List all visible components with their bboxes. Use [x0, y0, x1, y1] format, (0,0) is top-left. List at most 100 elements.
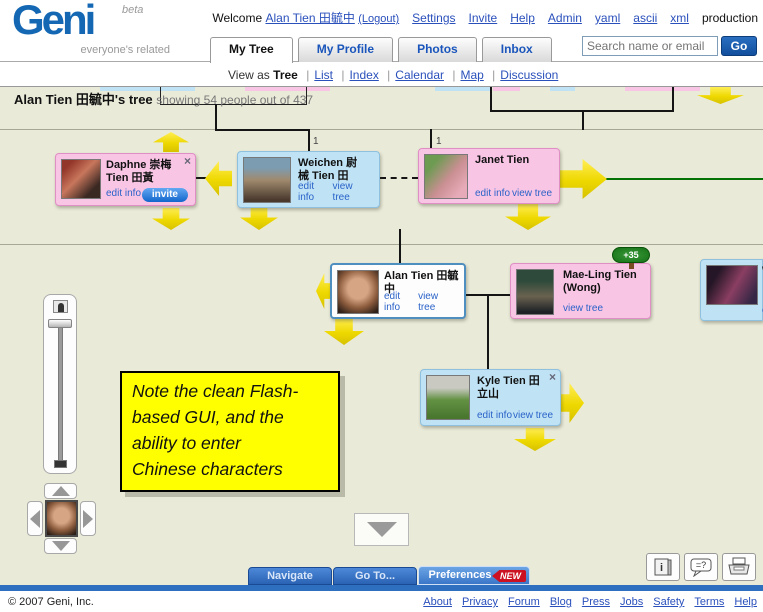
clipped-node-strip	[625, 87, 700, 91]
scroll-down-button[interactable]	[354, 513, 409, 546]
tree-count-box	[160, 87, 307, 105]
tab-inbox[interactable]: Inbox	[481, 37, 552, 62]
tree-title: Alan Tien 田毓中's tree showing 54 people o…	[14, 92, 314, 107]
person-card-maeling[interactable]: Mae-Ling Tien (Wong) view tree	[510, 263, 651, 319]
person-card-clipped[interactable]: Wil edit	[700, 259, 763, 321]
person-card-daphne[interactable]: Daphne 崇梅 Tien 田黃 × edit info invite	[55, 153, 196, 206]
tab-my-profile[interactable]: My Profile	[297, 37, 394, 62]
close-icon[interactable]: ×	[183, 154, 191, 168]
person-name: Janet Tien	[475, 154, 530, 166]
expand-arrow-down[interactable]	[152, 208, 190, 230]
copyright: © 2007 Geni, Inc.	[8, 596, 94, 608]
footer-help-link[interactable]: Help	[734, 596, 757, 608]
view-tree-link[interactable]: view tree	[418, 291, 439, 313]
footer: © 2007 Geni, Inc. About Privacy Forum Bl…	[0, 591, 763, 612]
admin-link[interactable]: Admin	[547, 11, 582, 25]
search-input[interactable]	[582, 36, 718, 56]
main-tabs: My Tree My Profile Photos Inbox	[210, 37, 552, 63]
person-card-janet[interactable]: Janet Tien edit info view tree	[418, 148, 560, 204]
print-button[interactable]	[722, 553, 756, 581]
info-button[interactable]: i	[646, 553, 680, 581]
tree-connector	[215, 104, 217, 130]
pan-right-button[interactable]	[80, 501, 96, 536]
toolbar-strip	[0, 585, 763, 591]
pan-down-button[interactable]	[44, 538, 77, 554]
person-photo	[706, 265, 758, 305]
edit-info-link[interactable]: edit info	[106, 188, 142, 199]
person-card-weichen[interactable]: Weichen 尉械 Tien 田 edit info view tree	[237, 151, 380, 208]
xml-link[interactable]: xml	[670, 11, 689, 25]
person-name: Weichen 尉械 Tien 田	[298, 157, 358, 182]
edit-info-link[interactable]: edit info	[477, 410, 513, 421]
footer-press-link[interactable]: Press	[581, 596, 610, 608]
person-card-kyle[interactable]: Kyle Tien 田立山 × edit info view tree	[420, 369, 561, 426]
navigate-tab[interactable]: Navigate	[248, 567, 332, 585]
expand-arrow-down[interactable]	[240, 206, 278, 230]
expand-arrow-down[interactable]	[324, 318, 364, 345]
person-photo	[61, 159, 101, 199]
pan-up-button[interactable]	[44, 483, 77, 499]
footer-jobs-link[interactable]: Jobs	[619, 596, 644, 608]
expand-arrow-down[interactable]	[697, 87, 744, 104]
settings-link[interactable]: Settings	[412, 11, 456, 25]
view-tree-link[interactable]: view tree	[512, 410, 553, 421]
zoom-slider-track[interactable]	[58, 325, 63, 467]
clipped-node-strip	[100, 87, 195, 91]
edit-info-link[interactable]: edit info	[298, 181, 315, 203]
person-name: Daphne 崇梅 Tien 田黃	[106, 159, 172, 184]
clipped-node-strip	[245, 87, 330, 91]
view-list-link[interactable]: List	[314, 68, 333, 82]
edit-info-link[interactable]: edit info	[384, 291, 401, 313]
center-on-me-thumbnail[interactable]	[45, 500, 78, 537]
view-calendar-link[interactable]: Calendar	[395, 68, 444, 82]
footer-safety-link[interactable]: Safety	[653, 596, 685, 608]
goto-tab[interactable]: Go To...	[333, 567, 417, 585]
tree-connector	[672, 87, 674, 112]
invite-link[interactable]: Invite	[468, 11, 498, 25]
feedback-button[interactable]: =?	[684, 553, 718, 581]
search-go-button[interactable]: Go	[721, 36, 757, 56]
edit-info-link[interactable]: edit info	[475, 188, 511, 199]
pan-left-button[interactable]	[27, 501, 43, 536]
expand-arrow-up[interactable]	[153, 132, 189, 152]
spouse-line-green	[606, 178, 763, 180]
zoom-slider[interactable]	[43, 294, 77, 474]
down-arrow-icon	[366, 522, 397, 537]
view-tree-link[interactable]: view tree	[511, 188, 552, 199]
view-map-link[interactable]: Map	[460, 68, 484, 82]
help-link[interactable]: Help	[510, 11, 535, 25]
view-tree-link[interactable]: view tree	[563, 303, 604, 314]
printer-icon	[728, 557, 750, 575]
tab-photos[interactable]: Photos	[398, 37, 477, 62]
ascii-link[interactable]: ascii	[633, 11, 658, 25]
zoom-slider-handle[interactable]	[48, 319, 72, 328]
logout-link[interactable]: (Logout)	[358, 13, 400, 25]
view-tree-link[interactable]: view tree	[332, 181, 353, 203]
footer-about-link[interactable]: About	[423, 596, 452, 608]
invite-button[interactable]: invite	[141, 188, 188, 202]
beta-label: beta	[122, 4, 144, 16]
footer-privacy-link[interactable]: Privacy	[461, 596, 499, 608]
footer-terms-link[interactable]: Terms	[694, 596, 725, 608]
footer-forum-link[interactable]: Forum	[508, 596, 540, 608]
footer-blog-link[interactable]: Blog	[549, 596, 572, 608]
view-index-link[interactable]: Index	[349, 68, 379, 82]
expand-arrow-left[interactable]	[205, 161, 232, 196]
child-line	[399, 229, 401, 264]
hidden-relatives-badge[interactable]: +35	[612, 247, 650, 269]
view-discussion-link[interactable]: Discussion	[500, 68, 559, 82]
person-card-alan[interactable]: Alan Tien 田毓中 edit info view tree	[330, 263, 466, 319]
expand-arrow-down[interactable]	[514, 428, 556, 451]
expand-arrow-right[interactable]	[560, 159, 607, 199]
right-arrow-icon	[83, 509, 93, 528]
clipped-node-strip	[550, 87, 575, 91]
yaml-link[interactable]: yaml	[594, 11, 621, 25]
dashed-spouse-line	[196, 177, 208, 179]
geni-logo[interactable]: Geni	[12, 0, 96, 43]
close-icon[interactable]: ×	[548, 370, 556, 384]
expand-arrow-down[interactable]	[505, 204, 551, 230]
family-tree-canvas[interactable]: Alan Tien 田毓中's tree showing 54 people o…	[0, 86, 763, 590]
user-profile-link[interactable]: Alan Tien 田毓中	[265, 11, 355, 25]
tab-my-tree[interactable]: My Tree	[210, 37, 293, 63]
